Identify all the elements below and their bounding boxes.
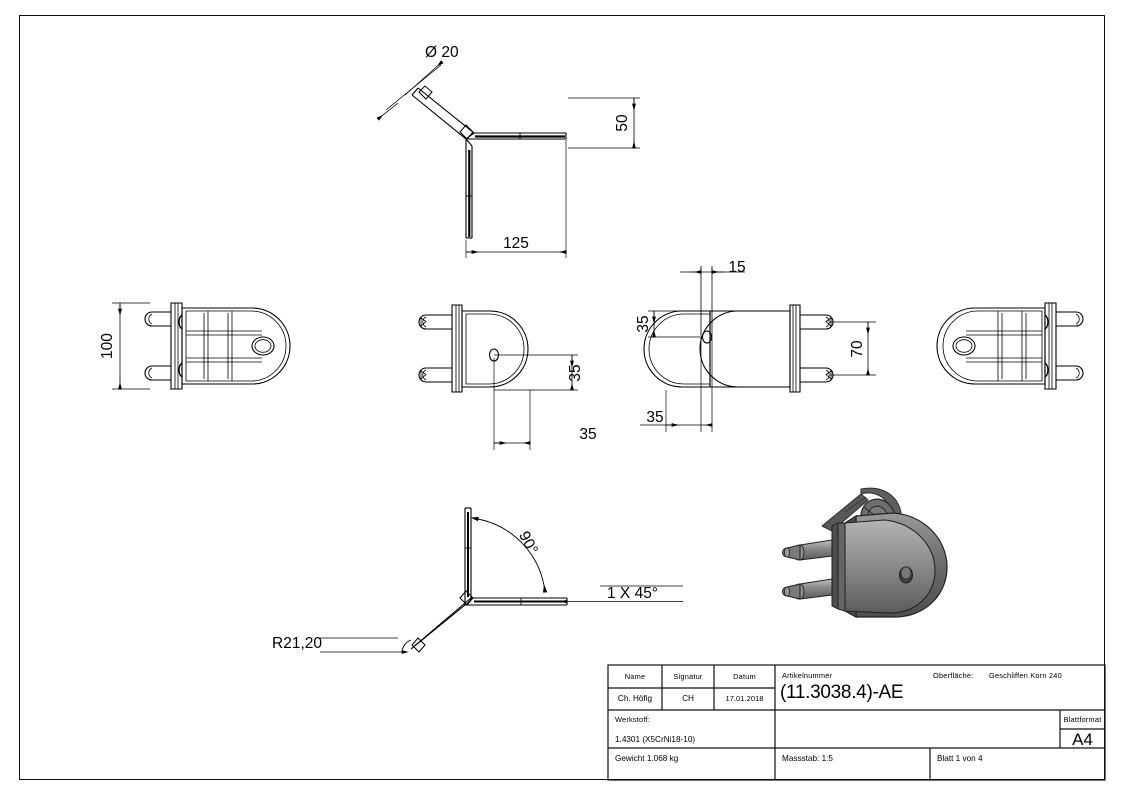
tb-name-value: Ch. Höfig: [617, 694, 653, 703]
dim-angle-90: 90°: [515, 529, 541, 558]
dim-chamfer-1x45: 1 X 45°: [607, 585, 658, 602]
dim-35-b: 35: [579, 426, 596, 443]
tb-datum-value: 17.01.2018: [725, 694, 764, 703]
view-mid-right-flange-pins: [640, 266, 876, 432]
tb-signatur-value: CH: [682, 694, 694, 703]
sheet-border: [19, 15, 1105, 780]
tb-blattformat-value: A4: [1072, 730, 1093, 749]
dim-diameter-20: Ø 20: [425, 44, 459, 61]
dim-50: 50: [614, 114, 631, 132]
tb-gewicht-value: Gewicht 1.068 kg: [615, 754, 679, 763]
tb-datum-label: Datum: [733, 672, 756, 681]
dim-35-a: 35: [567, 364, 584, 381]
tb-artikelnummer-value: (11.3038.4)-AE: [780, 682, 904, 703]
dim-radius-r2120: R21,20: [272, 635, 322, 652]
dim-100: 100: [99, 333, 116, 359]
tb-oberflaeche-label: Oberfläche:: [933, 671, 974, 680]
isometric-3d-view: [782, 487, 948, 619]
tb-artikelnummer-label: Artikelnummer: [782, 671, 833, 680]
dim-70: 70: [849, 340, 866, 358]
tb-werkstoff-value: 1.4301 (X5CrNi18-10): [615, 735, 696, 744]
tb-werkstoff-label: Werkstoff:: [615, 715, 650, 724]
dim-15: 15: [728, 259, 745, 276]
angle-section-view: [318, 507, 683, 654]
dimension-texts: Ø 20 50 125 100 35 35 15 35 70 35 90° 1 …: [99, 44, 866, 652]
tb-signatur-label: Signatur: [673, 672, 703, 681]
title-block-lines: [607, 664, 1106, 781]
tb-oberflaeche-value: Geschliffen Korn 240: [989, 671, 1062, 680]
tb-blatt-value: Blatt 1 von 4: [937, 754, 983, 763]
view-right-fork-flange: [936, 302, 1084, 390]
top-view-profile: [376, 60, 640, 258]
view-left-fork-flange: [112, 302, 291, 390]
view-mid-left-flange-pins: [418, 304, 578, 450]
tb-massstab-value: Massstab: 1:5: [782, 754, 833, 763]
dim-35-c: 35: [635, 315, 652, 332]
dim-35-d: 35: [646, 409, 663, 426]
title-block: Name Signatur Datum Ch. Höfig CH 17.01.2…: [608, 665, 1105, 780]
tb-name-label: Name: [624, 672, 646, 681]
dim-125: 125: [503, 235, 529, 252]
tb-blattformat-label: Blattformat: [1063, 715, 1102, 724]
